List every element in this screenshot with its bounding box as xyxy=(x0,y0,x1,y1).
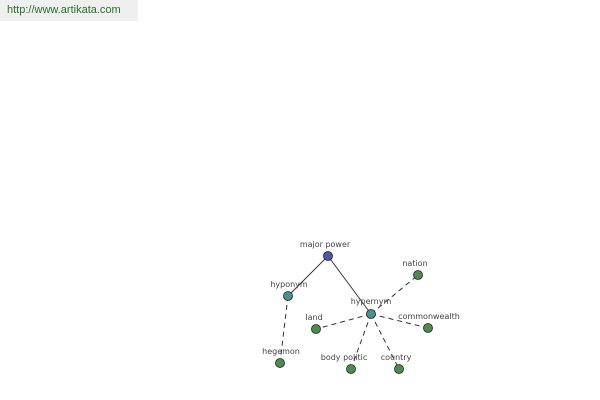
node-label-hyponym[interactable]: hyponym xyxy=(270,280,308,289)
node-hyponym[interactable]: hyponym xyxy=(270,280,308,301)
edge-hypernym-to-land xyxy=(315,313,372,330)
edge-hypernym-to-nation xyxy=(370,274,419,315)
node-label-major-power[interactable]: major power xyxy=(300,240,351,249)
node-label-hypernym[interactable]: hypernym xyxy=(351,297,392,306)
node-label-country[interactable]: country xyxy=(381,353,412,362)
edge-major-power-to-hypernym xyxy=(327,255,372,315)
node-label-nation[interactable]: nation xyxy=(402,259,427,268)
node-body-politic[interactable]: body politic xyxy=(321,353,368,374)
url-link[interactable]: http://www.artikata.com xyxy=(0,0,138,21)
node-commonwealth[interactable]: commonwealth xyxy=(398,312,460,333)
node-hypernym[interactable]: hypernym xyxy=(351,297,392,319)
node-country[interactable]: country xyxy=(381,353,412,374)
edge-hypernym-to-commonwealth xyxy=(370,313,429,329)
node-nation[interactable]: nation xyxy=(402,259,428,280)
node-dot-nation[interactable] xyxy=(413,270,423,280)
node-label-commonwealth[interactable]: commonwealth xyxy=(398,312,460,321)
node-label-body-politic[interactable]: body politic xyxy=(321,353,368,362)
edge-hypernym-to-body-politic xyxy=(350,313,372,370)
node-label-land[interactable]: land xyxy=(305,313,322,322)
edge-hypernym-to-country xyxy=(370,313,400,370)
edge-hyponym-to-hegemon xyxy=(279,295,289,364)
node-dot-commonwealth[interactable] xyxy=(423,323,433,333)
node-land[interactable]: land xyxy=(305,313,323,334)
node-dot-country[interactable] xyxy=(394,364,404,374)
edges-layer xyxy=(279,255,429,370)
node-dot-hegemon[interactable] xyxy=(275,358,285,368)
nodes-layer: major power hyponym hypernym hegemon nation l… xyxy=(262,240,460,374)
node-dot-land[interactable] xyxy=(311,324,321,334)
node-dot-hypernym[interactable] xyxy=(366,309,376,319)
node-dot-major-power[interactable] xyxy=(323,251,333,261)
node-label-hegemon[interactable]: hegemon xyxy=(262,347,300,356)
edge-major-power-to-hyponym xyxy=(287,255,329,297)
node-hegemon[interactable]: hegemon xyxy=(262,347,300,368)
node-major-power[interactable]: major power xyxy=(300,240,351,261)
node-dot-body-politic[interactable] xyxy=(346,364,356,374)
node-dot-hyponym[interactable] xyxy=(283,291,293,301)
